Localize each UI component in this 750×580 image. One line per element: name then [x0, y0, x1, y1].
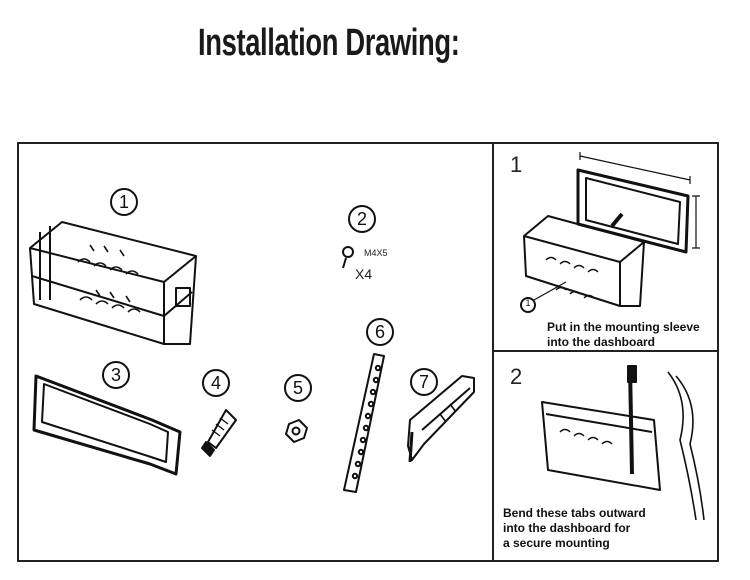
- step-2-caption-line-2: into the dashboard for: [503, 521, 631, 535]
- step1-sleeve-drawing: [520, 212, 645, 313]
- step-1-caption-line-1: Put in the mounting sleeve: [547, 320, 700, 334]
- step-1-caption-line-2: into the dashboard: [547, 335, 655, 349]
- part-marker-2: 2: [348, 205, 376, 233]
- bracket-drawing: [407, 375, 475, 463]
- step2-tabs-drawing: [541, 365, 705, 521]
- part-marker-5: 5: [284, 374, 312, 402]
- perforated-strap-drawing: [343, 353, 385, 493]
- step-2-caption-line-3: a secure mounting: [503, 536, 610, 550]
- step-1-callout-number: 1: [525, 298, 531, 308]
- nut-drawing: [285, 419, 308, 443]
- screw-quantity-label: X4: [355, 266, 373, 282]
- step1-frame-dimension-drawing: [576, 152, 700, 254]
- screw-drawing: [342, 246, 354, 269]
- step-2-caption-line-1: Bend these tabs outward: [503, 506, 646, 520]
- part-marker-4: 4: [202, 369, 230, 397]
- step-2-caption: Bend these tabs outward into the dashboa…: [503, 506, 646, 551]
- screw-spec-label: M4X5: [364, 248, 388, 258]
- panel-divider-horizontal: [492, 350, 719, 352]
- diagram-frame: [17, 142, 719, 562]
- page-title: Installation Drawing:: [198, 22, 460, 64]
- bolt-drawing: [201, 409, 237, 457]
- step-1-number: 1: [510, 152, 523, 177]
- panel-divider-vertical: [492, 142, 494, 562]
- mounting-sleeve-drawing: [29, 221, 197, 345]
- part-marker-6: 6: [366, 318, 394, 346]
- part-marker-7: 7: [410, 368, 438, 396]
- step-1-caption: Put in the mounting sleeve into the dash…: [547, 320, 700, 350]
- step-2-number: 2: [510, 364, 523, 389]
- trim-frame-drawing: [32, 374, 182, 476]
- part-marker-1: 1: [110, 188, 138, 216]
- part-marker-3: 3: [102, 361, 130, 389]
